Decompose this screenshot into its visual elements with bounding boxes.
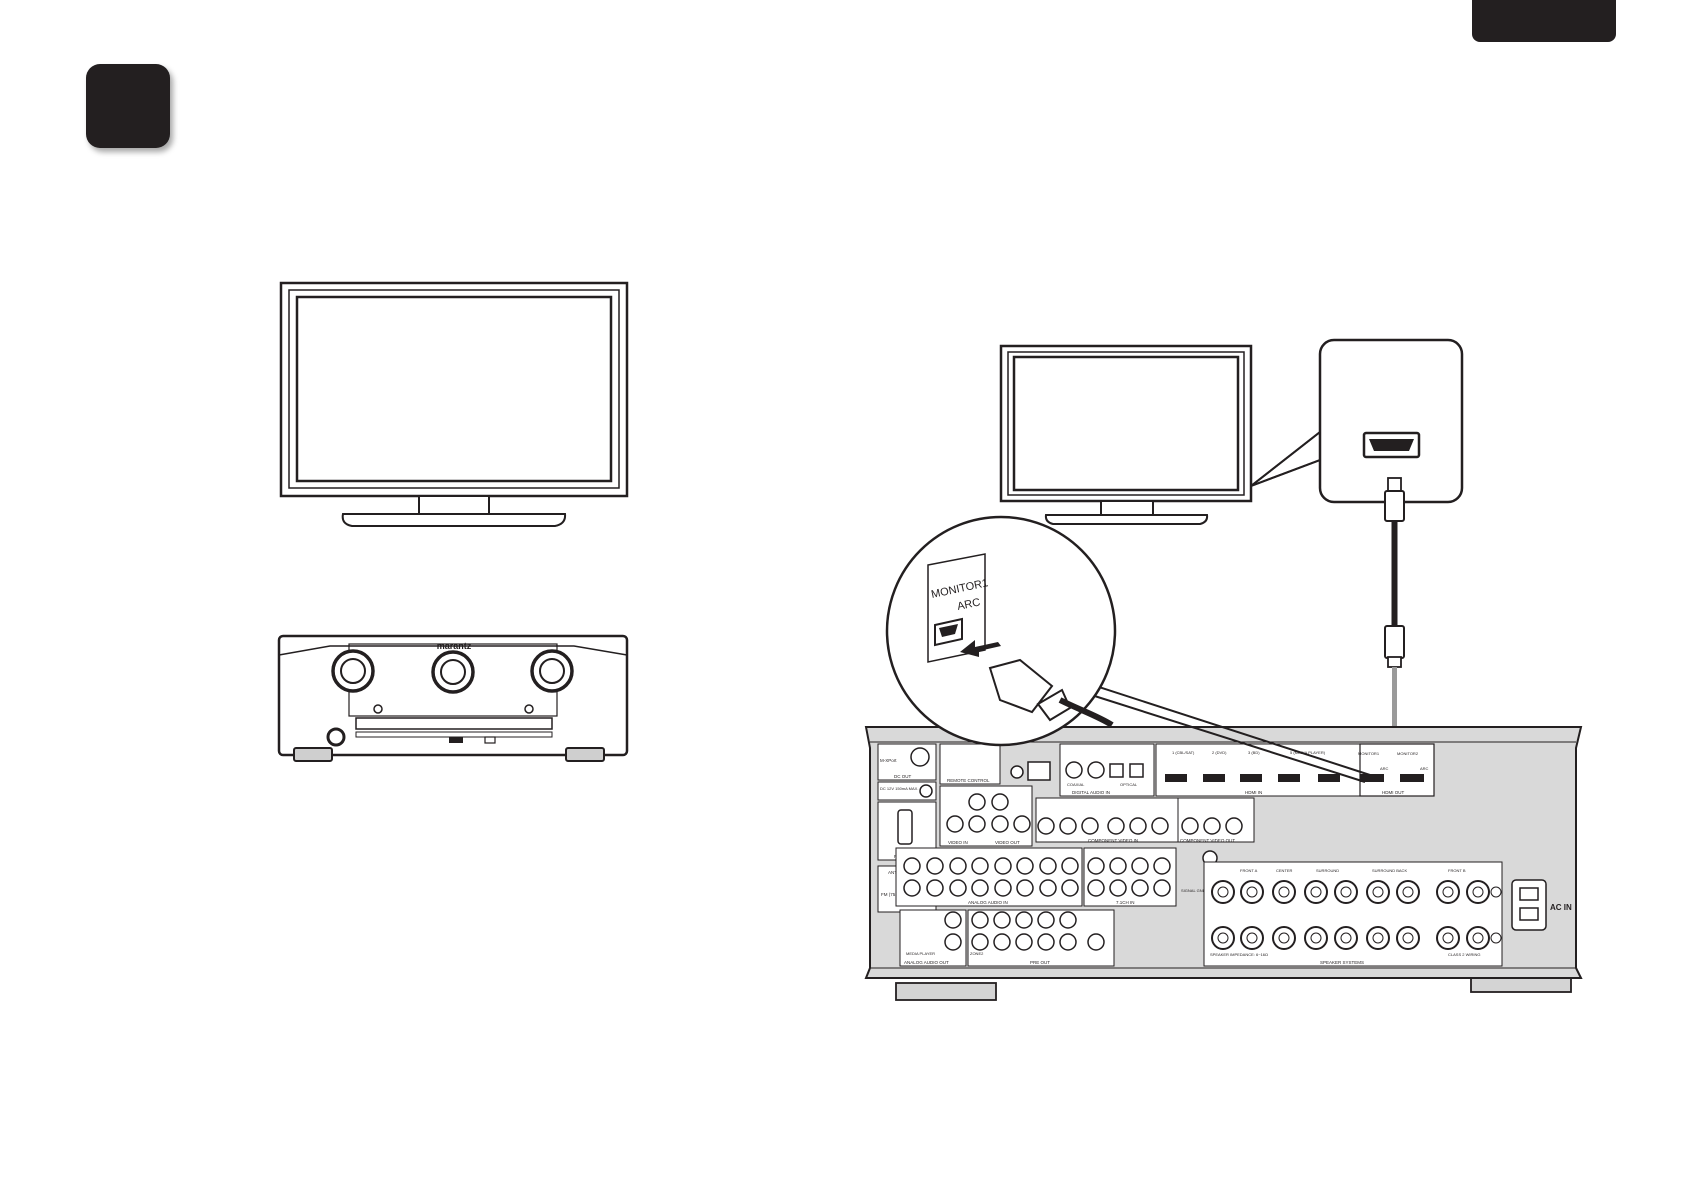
svg-text:ARC: ARC [1380, 766, 1389, 771]
svg-text:FRONT A: FRONT A [1240, 868, 1258, 873]
language-tab[interactable] [1472, 0, 1616, 42]
svg-text:COAXIAL: COAXIAL [1067, 782, 1085, 787]
tv-hdmi-port-icon [1362, 431, 1421, 459]
arrow-icon [960, 640, 1001, 657]
svg-text:CENTER: CENTER [1276, 868, 1293, 873]
svg-text:7.1CH IN: 7.1CH IN [1116, 900, 1135, 905]
svg-text:ANALOG AUDIO IN: ANALOG AUDIO IN [968, 900, 1008, 905]
svg-text:AC IN: AC IN [1550, 903, 1572, 912]
svg-text:SURROUND BACK: SURROUND BACK [1372, 868, 1407, 873]
tv-front-illustration [279, 281, 629, 527]
svg-text:DIGITAL AUDIO IN: DIGITAL AUDIO IN [1072, 790, 1110, 795]
svg-text:SPEAKER SYSTEMS: SPEAKER SYSTEMS [1320, 960, 1364, 965]
svg-text:HDMI OUT: HDMI OUT [1382, 790, 1404, 795]
arc-label: ARC [956, 596, 981, 613]
svg-text:MEDIA PLAYER: MEDIA PLAYER [906, 951, 935, 956]
svg-text:FRONT B: FRONT B [1448, 868, 1466, 873]
svg-text:1 (CBL/SAT): 1 (CBL/SAT) [1172, 750, 1195, 755]
receiver-front-illustration: marantz [277, 634, 629, 762]
magnifier-callout: MONITOR1 ARC [885, 515, 1117, 747]
svg-text:VIDEO IN: VIDEO IN [948, 840, 968, 845]
svg-text:ARC: ARC [1420, 766, 1429, 771]
svg-text:FM (75Ω): FM (75Ω) [881, 892, 901, 897]
svg-text:MONITOR1: MONITOR1 [1358, 751, 1380, 756]
svg-text:HDMI IN: HDMI IN [1245, 790, 1262, 795]
brand-logo: marantz [437, 641, 472, 651]
svg-text:M-XPort: M-XPort [880, 758, 897, 763]
svg-text:DC OUT: DC OUT [894, 774, 911, 779]
svg-text:5 (MEDIA PLAYER): 5 (MEDIA PLAYER) [1290, 750, 1326, 755]
svg-text:ANALOG AUDIO OUT: ANALOG AUDIO OUT [904, 960, 949, 965]
svg-text:VIDEO OUT: VIDEO OUT [995, 840, 1020, 845]
svg-text:3 (BD): 3 (BD) [1248, 750, 1260, 755]
svg-text:COMPONENT VIDEO IN: COMPONENT VIDEO IN [1088, 838, 1138, 843]
svg-text:DC 12V 150mA MAX.: DC 12V 150mA MAX. [880, 786, 918, 791]
svg-text:ZONE2: ZONE2 [970, 951, 984, 956]
svg-text:2 (DVD): 2 (DVD) [1212, 750, 1227, 755]
tv-illustration [999, 344, 1253, 525]
svg-text:REMOTE CONTROL: REMOTE CONTROL [947, 778, 990, 783]
svg-text:SURROUND: SURROUND [1316, 868, 1339, 873]
svg-text:SPEAKER IMPEDANCE: 6~16Ω: SPEAKER IMPEDANCE: 6~16Ω [1210, 952, 1268, 957]
svg-text:CLASS 2 WIRING: CLASS 2 WIRING [1448, 952, 1480, 957]
receiver-rear-panel: M-XPort DC OUT DC 12V 150mA MAX. RS-232C… [864, 726, 1583, 1001]
step-number-badge [86, 64, 170, 148]
svg-text:MONITOR2: MONITOR2 [1397, 751, 1419, 756]
svg-text:OPTICAL: OPTICAL [1120, 782, 1138, 787]
svg-text:PRE OUT: PRE OUT [1030, 960, 1050, 965]
svg-text:COMPONENT VIDEO OUT: COMPONENT VIDEO OUT [1180, 838, 1235, 843]
svg-text:SIGNAL GND: SIGNAL GND [1181, 888, 1206, 893]
